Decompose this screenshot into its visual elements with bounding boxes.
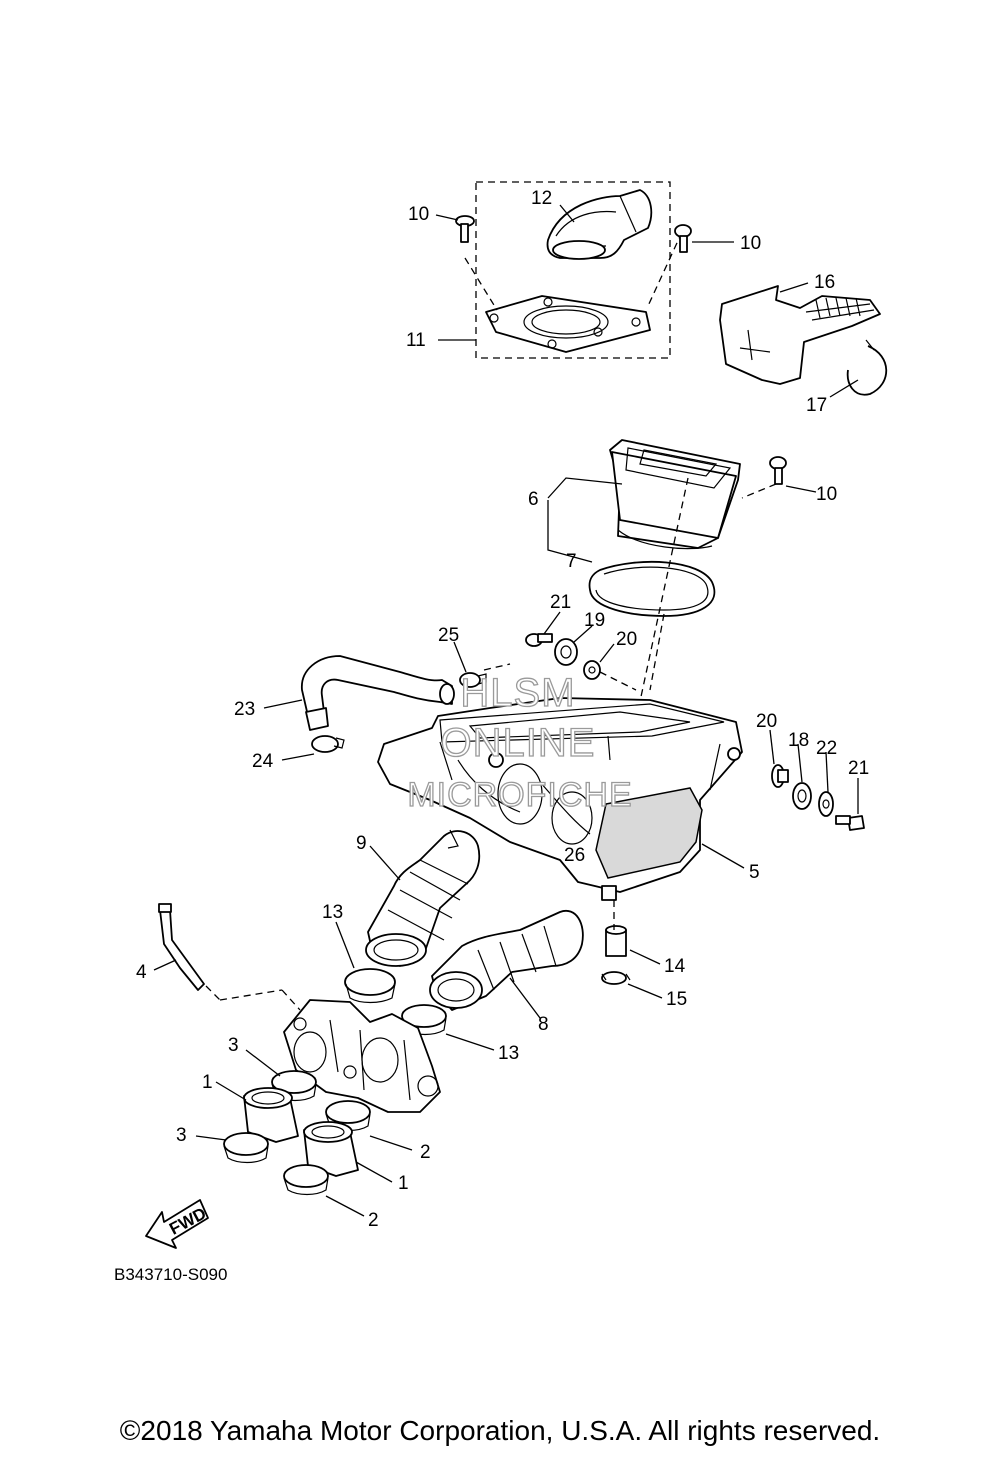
watermark-line-3: MICROFICHE	[407, 776, 632, 814]
mounting-plate-part-11[interactable]	[485, 295, 651, 353]
callout-label[interactable]: 22	[816, 738, 837, 759]
watermark-line-1: HLSM	[460, 671, 575, 715]
copyright-notice: ©2018 Yamaha Motor Corporation, U.S.A. A…	[120, 1415, 880, 1446]
callout-label[interactable]: 17	[806, 395, 827, 416]
watermark-line-2: ONLINE	[441, 721, 596, 765]
air-filter-case-part-5[interactable]	[377, 697, 743, 901]
callout-label[interactable]: 20	[756, 711, 777, 732]
callout-label[interactable]: 13	[498, 1043, 519, 1064]
callout-labels: 10 12 10 16 11 17 6 10 7 21 19 25 20 23 …	[136, 188, 869, 1231]
clamp-part-2-lower[interactable]	[283, 1164, 329, 1196]
callout-label[interactable]: 15	[666, 989, 687, 1010]
screw-part-10-mid[interactable]	[769, 456, 787, 485]
callout-label[interactable]: 23	[234, 699, 255, 720]
callout-label[interactable]: 1	[398, 1173, 409, 1194]
callout-label[interactable]: 2	[368, 1210, 379, 1231]
callout-label[interactable]: 21	[848, 758, 869, 779]
bracket-part-16[interactable]	[719, 285, 881, 385]
callout-label[interactable]: 19	[584, 610, 605, 631]
hose-clamp-part-15[interactable]	[601, 971, 631, 985]
breather-hose-part-4[interactable]	[158, 903, 205, 991]
assembly-dashed-box	[475, 181, 671, 359]
clamp-part-13-left[interactable]	[344, 968, 396, 1004]
callout-label[interactable]: 5	[749, 862, 760, 883]
clamp-part-3-lower[interactable]	[223, 1132, 269, 1164]
forward-arrow-icon: FWD	[145, 1199, 209, 1249]
callout-label[interactable]: 10	[740, 233, 761, 254]
callout-label[interactable]: 8	[538, 1014, 549, 1035]
callout-label[interactable]: 25	[438, 625, 459, 646]
callout-label[interactable]: 26	[564, 845, 585, 866]
callout-label[interactable]: 14	[664, 956, 686, 977]
bolt-part-21-side[interactable]	[835, 815, 865, 831]
collar-part-20-side[interactable]	[771, 764, 789, 788]
hose-clamp-part-25[interactable]	[459, 672, 487, 688]
gasket-part-7[interactable]	[588, 560, 716, 617]
grommet-part-19[interactable]	[554, 638, 578, 666]
callout-label[interactable]: 18	[788, 730, 809, 751]
intake-joint-part-8[interactable]	[429, 909, 584, 1011]
callout-label[interactable]: 10	[816, 484, 837, 505]
callout-label[interactable]: 7	[566, 551, 577, 572]
hose-clamp-part-24[interactable]	[311, 735, 345, 753]
grommet-part-18[interactable]	[792, 782, 812, 810]
throttle-body[interactable]	[283, 999, 441, 1113]
bolt-part-21-top[interactable]	[525, 633, 553, 647]
callout-label[interactable]: 20	[616, 629, 637, 650]
callout-label[interactable]: 1	[202, 1072, 213, 1093]
callout-label[interactable]: 11	[406, 330, 426, 351]
callout-label[interactable]: 16	[814, 272, 835, 293]
collar-part-20-top[interactable]	[583, 660, 601, 680]
callout-label[interactable]: 6	[528, 489, 539, 510]
drain-hose-part-14[interactable]	[605, 925, 627, 957]
joint-part-1-lower[interactable]	[303, 1121, 359, 1177]
screw-part-10-right[interactable]	[674, 224, 692, 253]
callout-label[interactable]: 3	[228, 1035, 239, 1056]
callout-label[interactable]: 21	[550, 592, 571, 613]
callout-label[interactable]: 24	[252, 751, 274, 772]
breather-hose-part-23[interactable]	[301, 655, 455, 731]
callout-label[interactable]: 3	[176, 1125, 187, 1146]
callout-label[interactable]: 13	[322, 902, 343, 923]
intake-duct-part-12[interactable]	[546, 189, 653, 260]
callout-label[interactable]: 4	[136, 962, 147, 983]
diagram-code: B343710-S090	[114, 1265, 227, 1284]
duct-assembly-group	[464, 181, 683, 359]
callout-label[interactable]: 2	[420, 1142, 431, 1163]
callout-label[interactable]: 12	[531, 188, 552, 209]
callout-label[interactable]: 9	[356, 833, 367, 854]
filter-element-part-6[interactable]	[609, 439, 741, 550]
joint-part-1-upper[interactable]	[243, 1087, 299, 1143]
intake-joint-part-9[interactable]	[365, 829, 481, 967]
screw-part-10-left[interactable]	[455, 215, 475, 243]
callout-label[interactable]: 10	[408, 204, 429, 225]
leader-lines	[153, 204, 859, 1217]
clip-part-17[interactable]	[846, 339, 888, 396]
watermark: HLSM ONLINE MICROFICHE	[407, 670, 633, 814]
washer-part-22[interactable]	[818, 791, 834, 817]
